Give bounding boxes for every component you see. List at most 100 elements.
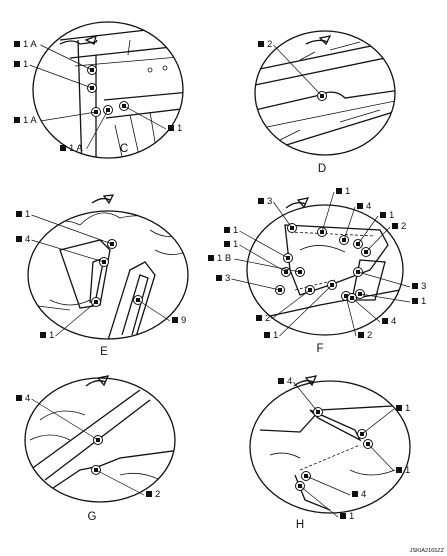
weld-symbol-icon — [336, 188, 342, 194]
leader-line — [367, 443, 395, 472]
callout-label: 4 — [366, 201, 371, 212]
callout-h-3: 1 — [367, 443, 410, 476]
weld-symbol-icon — [412, 298, 418, 304]
callout-label: 3 — [421, 281, 426, 292]
callout-label: 1 — [345, 186, 350, 197]
callout-h-5: 1 — [299, 485, 354, 522]
view-g — [24, 375, 176, 503]
callout-c-5: 1 — [123, 105, 182, 134]
leader-line — [271, 289, 311, 320]
callout-label: 3 — [225, 273, 230, 284]
leader-line — [357, 215, 379, 245]
callout-label: 1 — [233, 239, 238, 250]
weld-symbol-icon — [392, 223, 398, 229]
weld-symbol-icon — [258, 198, 264, 204]
weld-symbol-icon — [172, 317, 178, 323]
weld-symbol-icon — [60, 145, 66, 151]
leader-line — [95, 469, 145, 496]
weld-symbol-icon — [224, 227, 230, 233]
view-label-f: F — [316, 343, 323, 355]
callout-label: 3 — [267, 196, 272, 207]
weld-symbol-icon — [14, 117, 20, 123]
callout-label: 1 — [23, 59, 28, 70]
weld-symbol-icon — [256, 315, 262, 321]
view-label-g: G — [88, 511, 97, 523]
leader-line — [357, 271, 411, 288]
callout-c-2: 1 — [14, 59, 93, 89]
leader-line — [279, 284, 333, 337]
weld-symbol-icon — [396, 405, 402, 411]
weld-symbol-icon — [396, 467, 402, 473]
view-label-d: D — [318, 163, 326, 175]
callout-label: 1 — [49, 330, 54, 341]
callout-g-1: 4 — [16, 393, 99, 441]
weld-symbol-icon — [264, 332, 270, 338]
leader-line — [31, 214, 113, 245]
leader-line — [239, 230, 289, 259]
view-h — [249, 375, 411, 514]
leader-line — [273, 201, 293, 229]
callout-label: 1 A — [23, 115, 37, 126]
callout-f-9: 3 — [216, 273, 281, 291]
weld-symbol-icon — [168, 125, 174, 131]
callout-f-6: 1 — [224, 225, 289, 259]
leader-line — [40, 111, 97, 122]
view-c-arrow — [59, 39, 98, 45]
leader-line — [343, 206, 356, 241]
weld-symbol-icon — [358, 332, 364, 338]
leader-line — [137, 299, 171, 322]
weld-symbol-icon — [14, 61, 20, 67]
weld-symbol-icon — [382, 318, 388, 324]
callout-e-1: 1 — [16, 209, 113, 245]
callout-label: 4 — [287, 376, 292, 387]
view-label-c: C — [120, 143, 128, 155]
leader-line — [359, 293, 411, 303]
callout-h-1: 4 — [278, 376, 319, 413]
weld-symbol-icon — [216, 275, 222, 281]
weld-symbol-icon — [380, 212, 386, 218]
view-d-outline — [254, 30, 396, 156]
view-f-panels — [251, 224, 401, 321]
callout-f-13: 1 — [264, 284, 333, 341]
view-e-outline — [27, 210, 189, 340]
callout-e-3: 1 — [40, 301, 97, 341]
view-f — [246, 197, 404, 336]
weld-symbol-icon — [278, 378, 284, 384]
callout-f-5: 2 — [365, 221, 406, 253]
view-e — [27, 194, 189, 340]
callout-f-4: 1 — [357, 210, 394, 245]
leader-line — [234, 258, 301, 273]
callout-f-1: 3 — [258, 196, 293, 229]
view-c — [32, 21, 184, 159]
leader-line — [361, 408, 395, 435]
callout-label: 2 — [401, 221, 406, 232]
callout-label: 1 — [177, 123, 182, 134]
callout-c-1: 1 A — [14, 39, 93, 71]
callout-c-3: 1 A — [14, 111, 97, 126]
callout-label: 2 — [367, 330, 372, 341]
leader-line — [365, 226, 391, 253]
leader-line — [293, 381, 319, 413]
weld-symbol-icon — [224, 241, 230, 247]
callout-f-15: 4 — [351, 297, 396, 327]
callout-label: 2 — [155, 489, 160, 500]
weld-symbol-icon — [16, 236, 22, 242]
callout-label: 1 A — [69, 143, 83, 154]
leader-line — [321, 191, 335, 233]
view-label-h: H — [296, 519, 304, 531]
callout-f-2: 1 — [321, 186, 350, 233]
callout-h-4: 4 — [305, 475, 366, 500]
leader-line — [29, 64, 93, 89]
callout-f-14: 2 — [345, 295, 372, 341]
callout-h-2: 1 — [361, 403, 410, 435]
callout-label: 4 — [361, 489, 366, 500]
callout-label: 1 A — [23, 39, 37, 50]
callout-label: 1 — [405, 465, 410, 476]
callout-label: 9 — [181, 315, 186, 326]
callout-f-11: 1 — [359, 293, 426, 307]
callout-label: 1 — [349, 511, 354, 522]
